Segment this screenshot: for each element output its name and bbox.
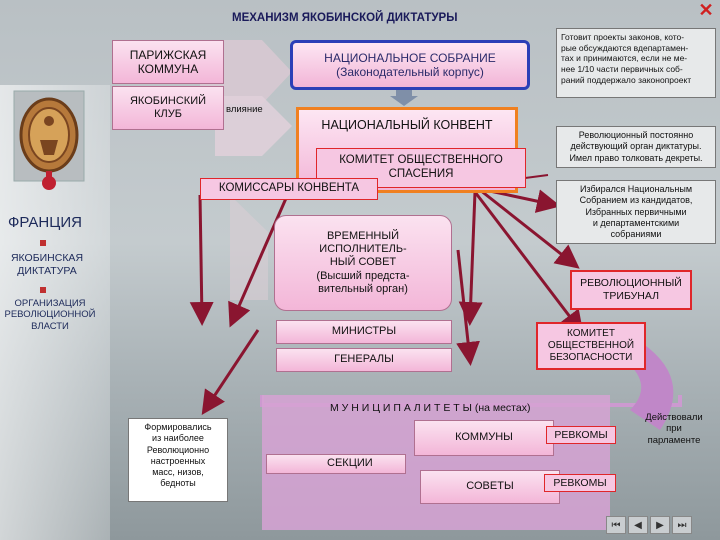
assembly-note: Готовит проекты законов, кото- рые обсуж… (556, 28, 716, 98)
security-committee-box: КОМИТЕТ ОБЩЕСТВЕННОЙ БЕЗОПАСНОСТИ (536, 322, 646, 370)
arrow-exec-ministers (458, 191, 483, 326)
formed-note: Формировались из наиболее Революционно н… (128, 418, 228, 502)
revkomy-box-2: РЕВКОМЫ (544, 474, 616, 492)
ministers-box: МИНИСТРЫ (276, 320, 452, 344)
arrow-commissars-down (228, 179, 296, 328)
executive-council-box: ВРЕМЕННЫЙ ИСПОЛНИТЕЛЬ- НЫЙ СОВЕТ (Высший… (274, 215, 452, 311)
arrow-left-vertical (189, 194, 214, 326)
influence-arrow (215, 96, 292, 156)
commissars-box: КОМИССАРЫ КОНВЕНТА (200, 178, 378, 200)
sections-box: СЕКЦИИ (266, 454, 406, 474)
arrow-to-tribunal (479, 188, 580, 269)
convention-label: НАЦИОНАЛЬНЫЙ КОНВЕНТ (321, 118, 493, 132)
arrow-exec-generals (456, 249, 480, 366)
left-bullet-1 (40, 240, 46, 246)
arrow-to-regions (201, 329, 260, 416)
nav-prev-icon[interactable]: ◀ (628, 516, 648, 534)
council-note: Избирался Национальным Собранием из канд… (556, 180, 716, 244)
coat-of-arms-icon (10, 85, 88, 195)
left-item-jacobin[interactable]: ЯКОБИНСКАЯ ДИКТАТУРА (10, 252, 84, 277)
revkomy-box-1: РЕВКОМЫ (546, 426, 616, 444)
close-icon[interactable]: ✕ (698, 0, 714, 20)
public-safety-committee-box: КОМИТЕТ ОБЩЕСТВЕННОГО СПАСЕНИЯ (316, 148, 526, 188)
convention-note: Революционный постоянно действующий орга… (556, 126, 716, 168)
paris-commune-box: ПАРИЖСКАЯ КОММУНА (112, 40, 224, 84)
national-assembly-box: НАЦИОНАЛЬНОЕ СОБРАНИЕ (Законодательный к… (290, 40, 530, 90)
influence-label: влияние (226, 104, 263, 115)
acted-note: Действовали при парламенте (645, 412, 703, 446)
generals-box: ГЕНЕРАЛЫ (276, 348, 452, 372)
jacobin-club-box: ЯКОБИНСКИЙ КЛУБ (112, 86, 224, 130)
grey-side-arrow (230, 195, 268, 300)
nav-first-icon[interactable]: ⏮ (606, 516, 626, 534)
left-item-organization[interactable]: ОРГАНИЗАЦИЯ РЕВОЛЮЦИОННОЙ ВЛАСТИ (4, 298, 96, 332)
slide-title: МЕХАНИЗМ ЯКОБИНСКОЙ ДИКТАТУРЫ (232, 12, 458, 24)
municipalities-label: М У Н И Ц И П А Л И Т Е Т Ы (на местах) (330, 402, 531, 414)
nav-last-icon[interactable]: ⏭ (672, 516, 692, 534)
assembly-down-arrow (390, 90, 418, 106)
nav-next-icon[interactable]: ▶ (650, 516, 670, 534)
arrow-to-security (473, 191, 584, 335)
left-bullet-2 (40, 287, 46, 293)
revolutionary-tribunal-box: РЕВОЛЮЦИОННЫЙ ТРИБУНАЛ (570, 270, 692, 310)
soviets-box: СОВЕТЫ (420, 470, 560, 504)
country-label: ФРАНЦИЯ (8, 214, 82, 231)
communes-box: КОММУНЫ (414, 420, 554, 456)
